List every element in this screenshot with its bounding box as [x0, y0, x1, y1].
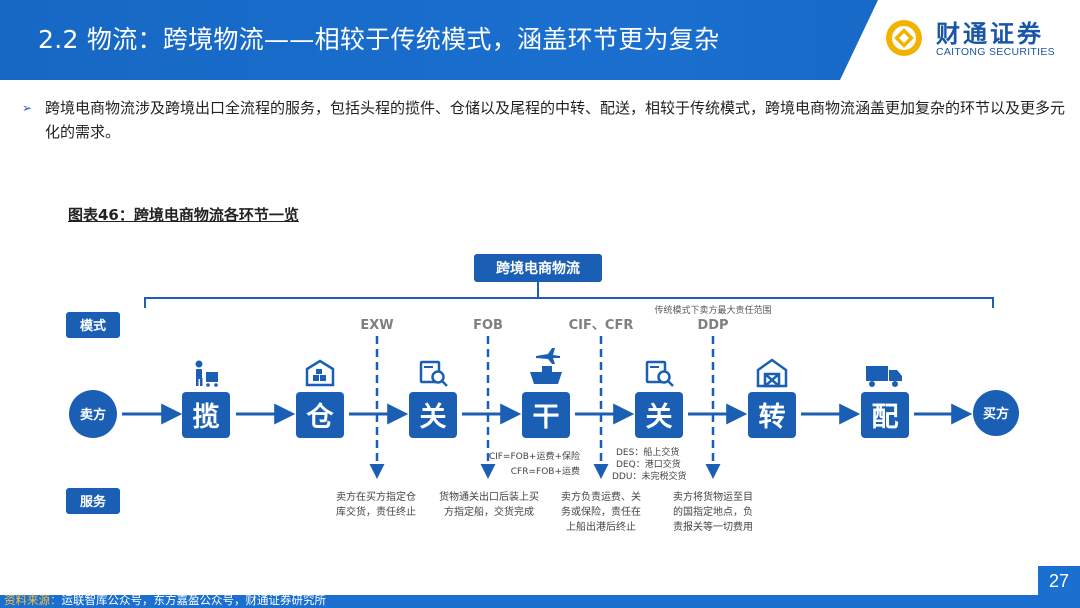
row-label-service-box: [66, 488, 120, 514]
scope-bracket: [144, 282, 994, 308]
step-trunk-label: 干: [533, 402, 560, 433]
service-cif-line-2: 务或保险，责任在: [561, 505, 641, 518]
customs-search-icon: [419, 360, 448, 387]
step-warehouse-label: 仓: [306, 402, 335, 433]
des-note-2: DEQ：港口交货: [616, 458, 681, 470]
service-fob-line-1: 货物通关出口后装上买: [439, 490, 539, 503]
des-notes: DES：船上交货 DEQ：港口交货 DDU：未完税交货: [612, 446, 686, 482]
footer-bar: [0, 595, 1080, 608]
step-transfer-label: 转: [759, 402, 786, 433]
buyer-label: 买方: [983, 406, 1009, 422]
step-import-customs-label: 关: [646, 402, 673, 433]
cif-note-2: CFR=FOB+运费: [511, 465, 580, 477]
step-delivery-box: [861, 392, 909, 438]
buyer-node: [973, 390, 1019, 436]
service-ddp-line-1: 卖方将货物运至目: [673, 490, 753, 503]
source-note: 资料来源：运联智库公众号，东方嘉盈公众号，财通证券研究所: [0, 592, 334, 608]
mode-exw: EXW: [360, 318, 393, 333]
step-transfer-box: [748, 392, 796, 438]
service-ddp-line-2: 的国指定地点，负: [673, 505, 753, 518]
step-pickup-label: 揽: [193, 402, 220, 433]
des-note-1: DES：船上交货: [616, 446, 679, 458]
service-ddp-line-3: 责报关等一切费用: [673, 520, 753, 533]
source-label: 资料来源：: [4, 593, 62, 607]
mode-divider-lines: [369, 336, 721, 479]
step-pickup-box: [182, 392, 230, 438]
bullet-arrow-icon: ➢: [22, 101, 33, 115]
row-label-service: 服务: [80, 494, 107, 510]
service-cif: 卖方负责运费、关 务或保险，责任在 上船出港后终止: [561, 490, 641, 533]
logo-english-name: CAITONG SECURITIES: [936, 46, 1055, 58]
page-number: 27: [1038, 566, 1080, 596]
seller-node: [69, 390, 117, 438]
page-title: 2.2 物流：跨境物流——相较于传统模式，涵盖环节更为复杂: [38, 25, 720, 54]
row-label-mode: 模式: [80, 318, 106, 334]
caitong-logo-icon: [886, 20, 922, 56]
seller-label: 卖方: [80, 407, 106, 423]
service-cif-line-3: 上船出港后终止: [566, 520, 636, 533]
delivery-truck-icon: [866, 366, 902, 387]
bullet-point: ➢ 跨境电商物流涉及跨境出口全流程的服务，包括头程的揽件、仓储以及尾程的中转、配…: [22, 96, 1067, 144]
cif-note-1: CIF=FOB+运费+保险: [489, 450, 580, 462]
customs-search-icon-2: [645, 360, 674, 387]
mode-ddp: DDP: [697, 318, 728, 333]
step-warehouse-box: [296, 392, 344, 438]
service-exw: 卖方在买方指定仓 库交货，责任终止: [336, 490, 416, 518]
top-label-box: [474, 254, 602, 282]
logo-chinese-name: 财通证券: [936, 20, 1044, 48]
service-fob-line-2: 方指定船，交货完成: [444, 505, 534, 518]
airplane-ship-icon: [530, 348, 562, 384]
mode-cif-cfr: CIF、CFR: [569, 318, 634, 333]
header-bar: 2.2 物流：跨境物流——相较于传统模式，涵盖环节更为复杂 财通证券 CAITO…: [0, 0, 1080, 80]
step-export-customs-box: [409, 392, 457, 438]
step-trunk-box: [522, 392, 570, 438]
step-import-customs-box: [635, 392, 683, 438]
cif-notes: CIF=FOB+运费+保险 CFR=FOB+运费: [489, 450, 580, 477]
des-note-3: DDU：未完税交货: [612, 470, 686, 482]
figure-caption: 图表46：跨境电商物流各环节一览: [68, 206, 299, 224]
bullet-text: 跨境电商物流涉及跨境出口全流程的服务，包括头程的揽件、仓储以及尾程的中转、配送，…: [45, 99, 1066, 141]
service-ddp: 卖方将货物运至目 的国指定地点，负 责报关等一切费用: [673, 490, 753, 533]
barn-icon: [756, 358, 788, 388]
warehouse-icon: [305, 359, 335, 387]
source-text: 运联智库公众号，东方嘉盈公众号，财通证券研究所: [61, 593, 327, 607]
brand-logo: 财通证券 CAITONG SECURITIES: [840, 0, 1080, 80]
step-export-customs-label: 关: [420, 402, 447, 433]
service-exw-line-1: 卖方在买方指定仓: [336, 490, 416, 503]
service-fob: 货物通关出口后装上买 方指定船，交货完成: [439, 490, 539, 518]
row-label-mode-box: [66, 312, 120, 338]
service-cif-line-1: 卖方负责运费、关: [561, 490, 641, 503]
mode-ddp-note: 传统模式下卖方最大责任范围: [654, 304, 771, 316]
service-exw-line-2: 库交货，责任终止: [336, 505, 416, 518]
mode-fob: FOB: [473, 318, 503, 333]
step-delivery-label: 配: [872, 402, 899, 433]
top-label-text: 跨境电商物流: [496, 260, 580, 277]
worker-with-cart-icon: [195, 360, 218, 387]
